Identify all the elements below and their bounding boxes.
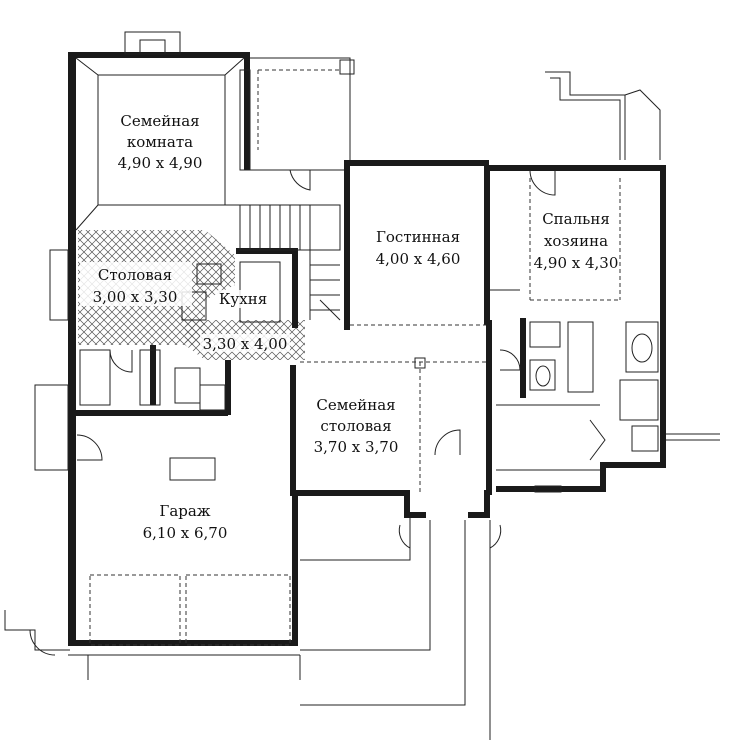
master-bedroom-name-2: хозяина [544, 232, 608, 250]
room-master-bedroom: Спальня хозяина 4,90 x 4,30 [534, 210, 619, 272]
room-garage: Гараж 6,10 x 6,70 [143, 502, 228, 542]
room-kitchen: Кухня 3,30 x 4,00 [200, 290, 290, 353]
family-room-name-1: Семейная [120, 112, 199, 130]
dining-room-size: 3,00 x 3,30 [93, 288, 178, 306]
kitchen-size: 3,30 x 4,00 [203, 335, 288, 353]
room-family-dining: Семейная столовая 3,70 x 3,70 [314, 396, 399, 456]
family-dining-name-1: Семейная [316, 396, 395, 414]
garage-size: 6,10 x 6,70 [143, 524, 228, 542]
interior-lines [4, 31, 720, 740]
living-room-name: Гостинная [376, 228, 460, 246]
exterior-walls [68, 52, 666, 646]
dining-room-name: Столовая [98, 266, 172, 284]
kitchen-name: Кухня [219, 290, 267, 308]
living-room-size: 4,00 x 4,60 [376, 250, 461, 268]
garage-name: Гараж [159, 502, 210, 520]
family-dining-size: 3,70 x 3,70 [314, 438, 399, 456]
room-dining-room: Столовая 3,00 x 3,30 [80, 262, 192, 306]
family-room-size: 4,90 x 4,90 [118, 154, 203, 172]
family-dining-name-2: столовая [320, 417, 391, 435]
doors [29, 169, 606, 656]
room-living-room: Гостинная 4,00 x 4,60 [376, 228, 461, 268]
master-bedroom-size: 4,90 x 4,30 [534, 254, 619, 272]
room-family-room: Семейная комната 4,90 x 4,90 [118, 112, 203, 172]
master-bedroom-name-1: Спальня [542, 210, 610, 228]
family-room-name-2: комната [127, 133, 193, 151]
